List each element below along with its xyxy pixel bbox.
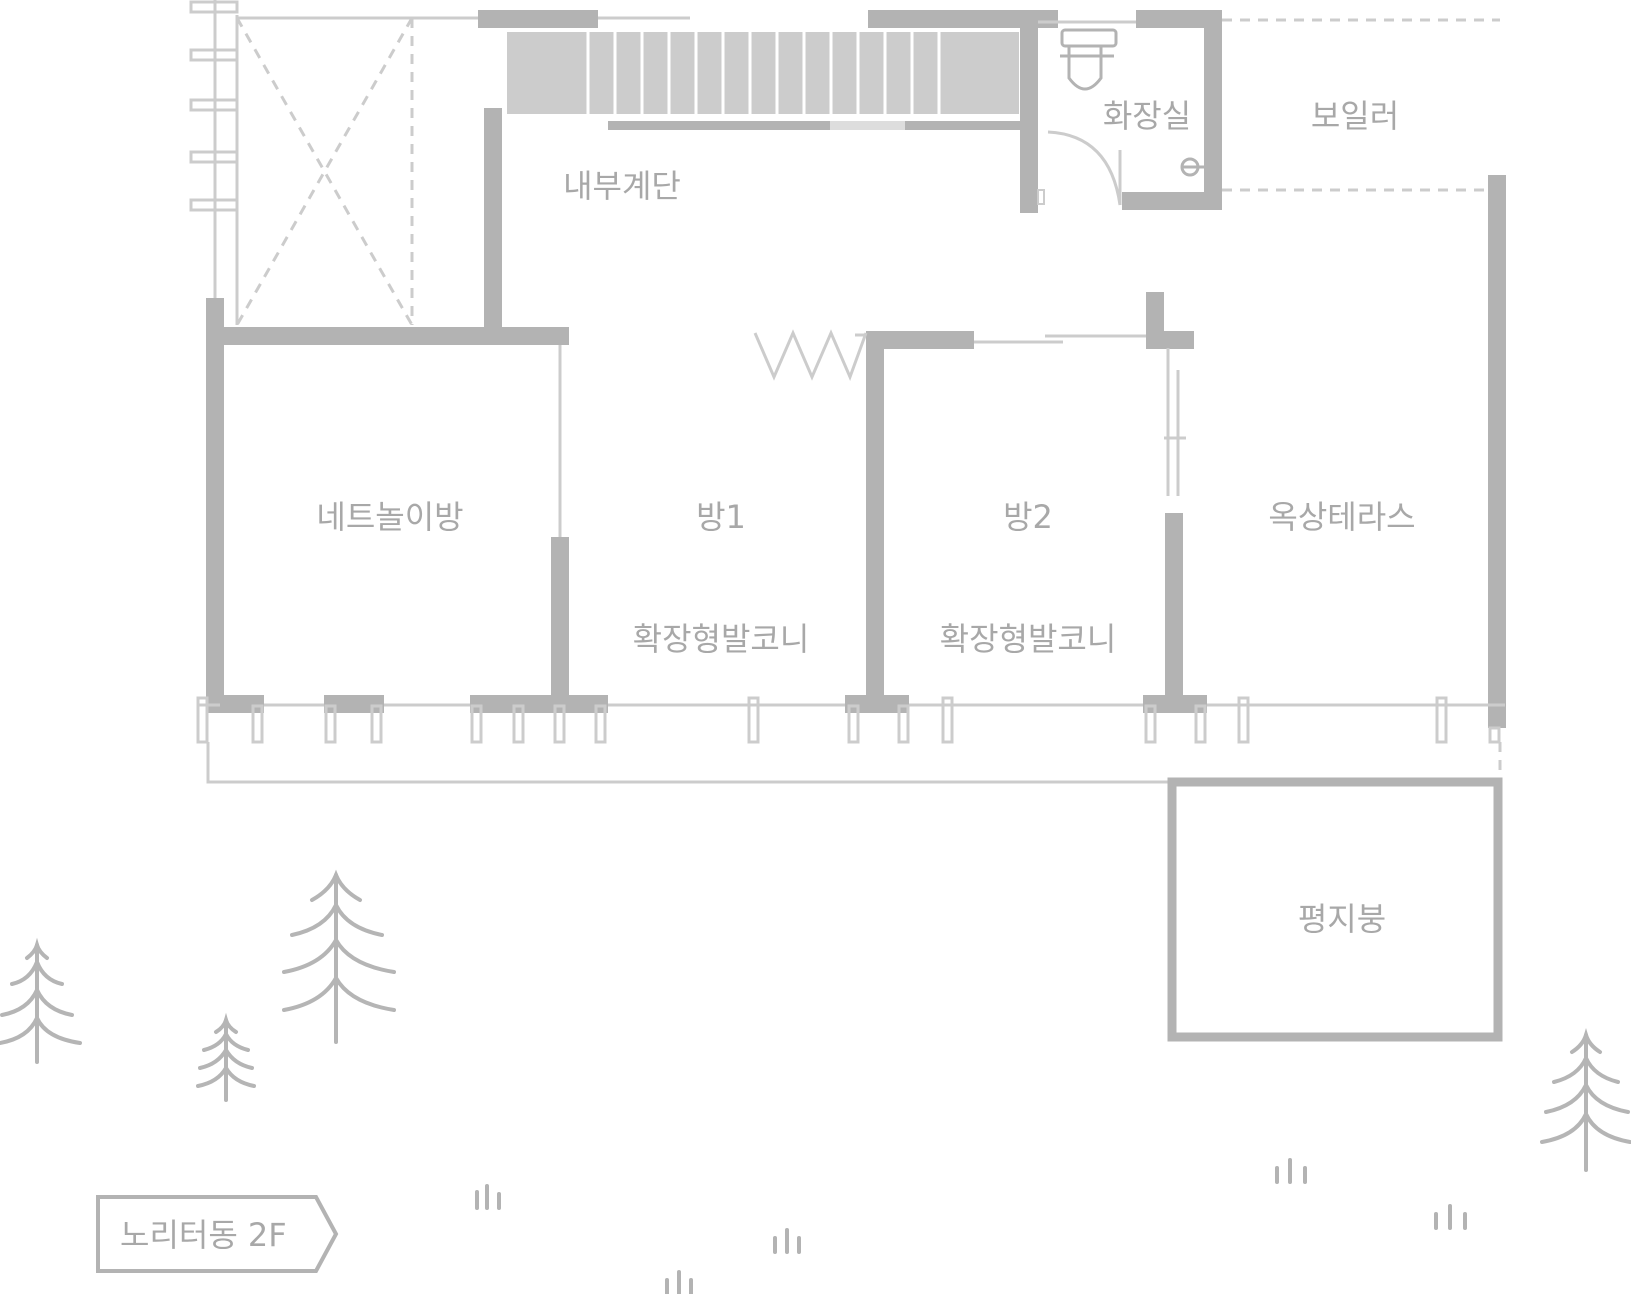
grass-icon bbox=[1275, 1158, 1307, 1184]
flat-roof bbox=[1167, 777, 1503, 1042]
walls bbox=[206, 175, 1506, 728]
folding-door bbox=[753, 329, 868, 382]
toilet-room bbox=[1020, 10, 1222, 213]
label-room2: 방2 bbox=[1003, 498, 1053, 536]
toilet-fixture-icon bbox=[1060, 28, 1118, 91]
grass-icon bbox=[475, 1184, 501, 1210]
floor-tag-label: 노리터동 2F bbox=[120, 1216, 287, 1254]
balcony-rail bbox=[196, 695, 1505, 784]
tree-icon bbox=[196, 1012, 256, 1102]
grass-icon bbox=[773, 1228, 801, 1254]
stairs bbox=[478, 10, 1058, 345]
tree-icon bbox=[0, 937, 82, 1064]
open-void-cross bbox=[235, 16, 690, 326]
tree-icon bbox=[1540, 1028, 1631, 1172]
grass-icon bbox=[1434, 1204, 1467, 1230]
label-room1: 방1 bbox=[696, 498, 746, 536]
label-balcony-2: 확장형발코니 bbox=[940, 620, 1117, 658]
label-balcony-1: 확장형발코니 bbox=[633, 620, 810, 658]
floor-tag: 노리터동 2F bbox=[96, 1195, 339, 1273]
label-boiler: 보일러 bbox=[1311, 97, 1399, 135]
sink-icon bbox=[1180, 157, 1204, 177]
grass-icon bbox=[665, 1270, 693, 1294]
label-toilet: 화장실 bbox=[1103, 97, 1191, 135]
boiler-room bbox=[1222, 18, 1500, 192]
label-stairs: 내부계단 bbox=[563, 167, 681, 205]
label-terrace: 옥상테라스 bbox=[1268, 498, 1415, 536]
label-net-room: 네트놀이방 bbox=[316, 498, 463, 536]
label-flat-roof: 평지붕 bbox=[1298, 900, 1386, 938]
tree-icon bbox=[282, 869, 396, 1044]
ladder-structure bbox=[189, 0, 239, 325]
